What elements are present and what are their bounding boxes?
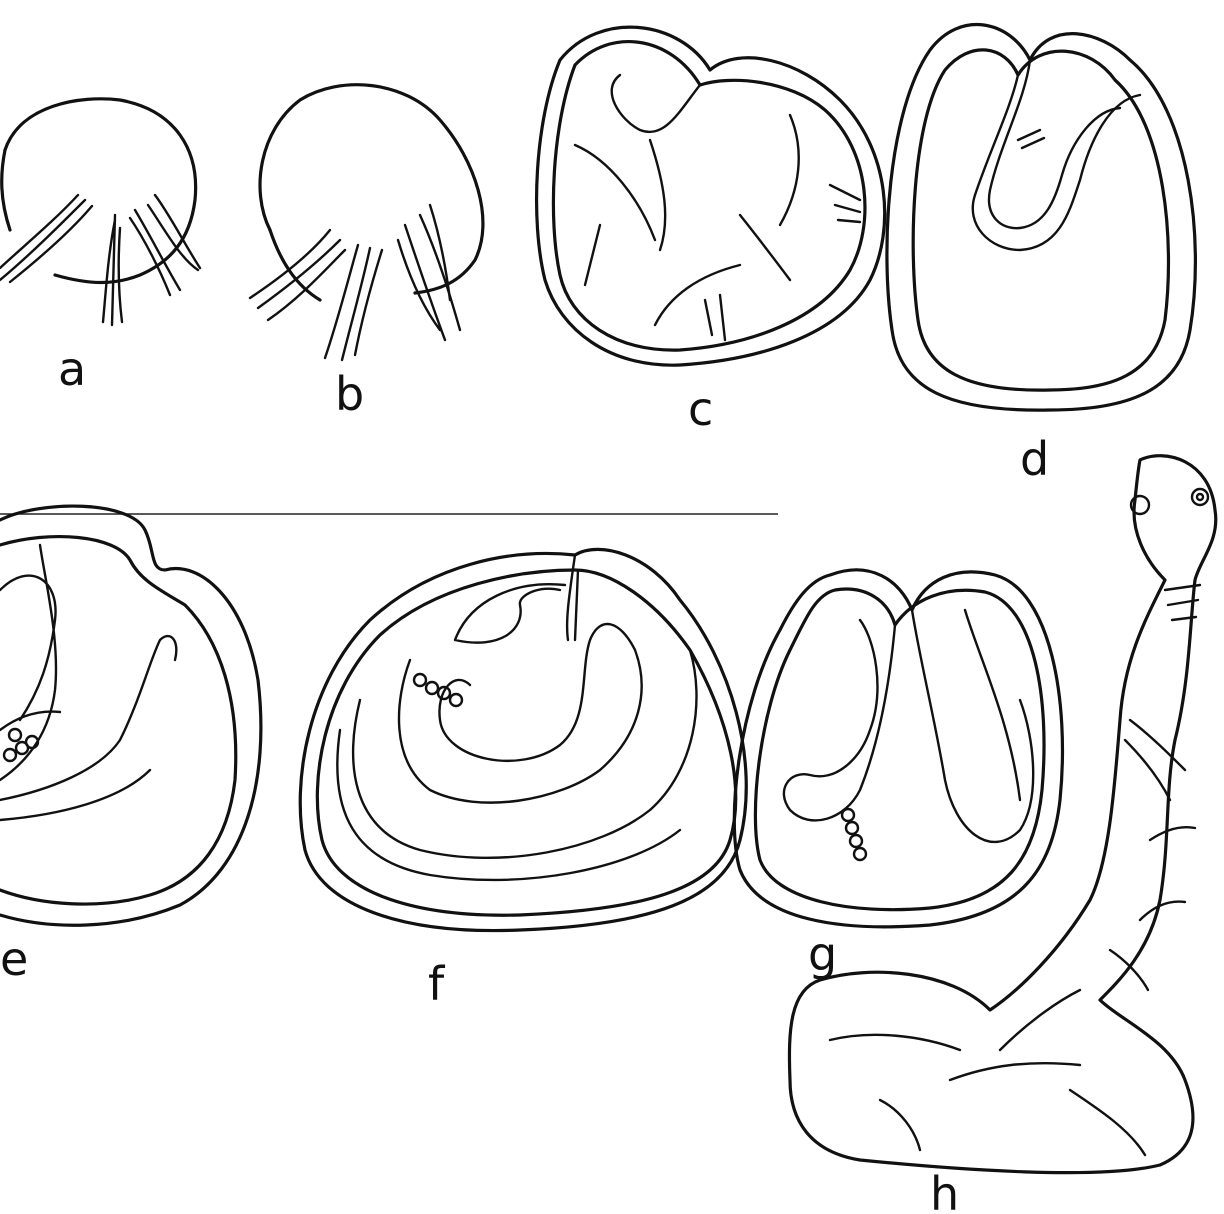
panel-g-label: g <box>808 927 837 981</box>
panel-g-drawing <box>734 570 1062 927</box>
panel-a-drawing <box>0 99 200 325</box>
panel-d-label: d <box>1020 432 1049 486</box>
panel-f-label: f <box>428 957 446 1011</box>
panel-a-label: a <box>58 342 86 396</box>
panel-e-label: e <box>0 932 28 986</box>
panel-e-drawing <box>0 506 261 925</box>
panel-b-label: b <box>335 367 364 421</box>
panel-b-drawing <box>250 85 483 360</box>
panel-d-drawing <box>887 25 1195 411</box>
panel-h-label: h <box>930 1167 959 1214</box>
panel-f-drawing <box>300 549 746 930</box>
panel-c-drawing <box>537 27 885 365</box>
panel-c-label: c <box>688 382 713 436</box>
